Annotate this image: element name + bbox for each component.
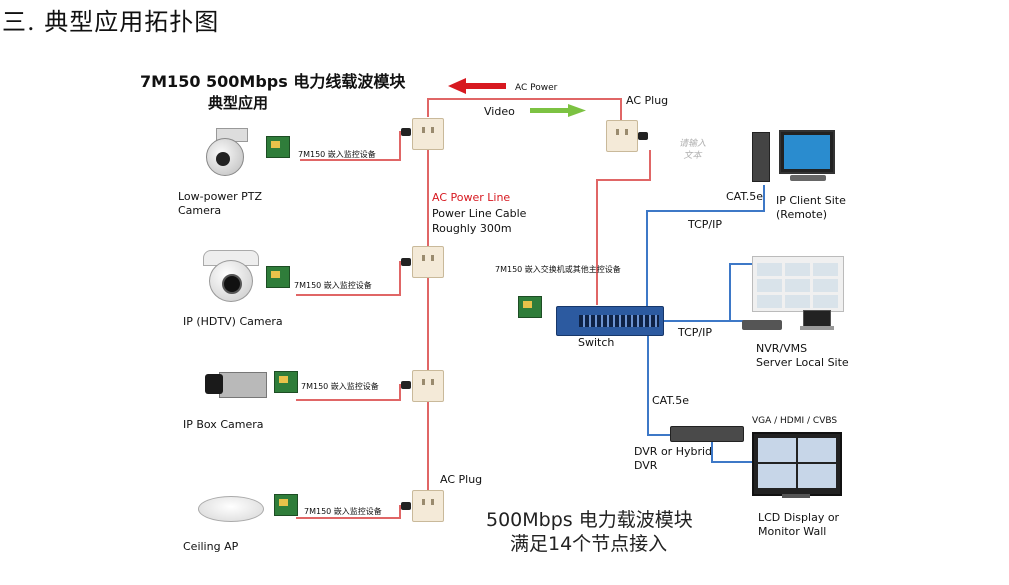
pc-tower-icon xyxy=(752,132,770,182)
power-outlet xyxy=(412,370,444,402)
ac-power-line-label: AC Power Line xyxy=(432,191,511,204)
keyboard-icon xyxy=(790,175,826,181)
ip-client-label: IP Client Site (Remote) xyxy=(776,194,846,221)
camera-label-ptz: Low-power PTZ Camera xyxy=(178,190,263,217)
plug-icon xyxy=(638,132,648,140)
tcpip-top-label: TCP/IP xyxy=(688,218,722,231)
dvr-label: DVR or Hybrid DVR xyxy=(634,445,713,472)
cable-length-label: Roughly 300m xyxy=(432,222,512,235)
lcd-label: LCD Display or Monitor Wall xyxy=(758,511,840,538)
embedded-label: 7M150 嵌入监控设备 xyxy=(298,150,376,159)
dome-camera-icon xyxy=(203,250,259,302)
video-label: Video xyxy=(484,105,515,118)
tcpip-mid-label: TCP/IP xyxy=(678,326,712,339)
diagram-title: 7M150 500Mbps 电力线载波模块 xyxy=(140,72,406,91)
page-heading: 三. 典型应用拓扑图 xyxy=(2,8,220,36)
ac-plug-bottom-label: AC Plug xyxy=(440,473,483,486)
module-chip-icon xyxy=(266,266,290,288)
cable-label: Power Line Cable xyxy=(432,207,527,220)
placeholder-text: 请输入 文本 xyxy=(679,139,707,161)
plug-icon xyxy=(401,258,411,266)
diagram-subtitle: 典型应用 xyxy=(208,94,269,112)
ac-power-label: AC Power xyxy=(515,83,558,93)
display-stand-icon xyxy=(782,494,810,498)
power-outlet xyxy=(606,120,638,152)
ptz-camera-icon xyxy=(202,128,252,180)
video-wall-icon xyxy=(752,256,844,312)
power-outlet xyxy=(412,490,444,522)
monitor-icon xyxy=(779,130,835,174)
module-chip-icon xyxy=(518,296,542,318)
module-chip-icon xyxy=(266,136,290,158)
switch-embedded-label: 7M150 嵌入交换机或其他主控设备 xyxy=(495,265,621,274)
embedded-label: 7M150 嵌入监控设备 xyxy=(304,507,382,516)
power-outlet xyxy=(412,246,444,278)
camera-label-ceiling-ap: Ceiling AP xyxy=(183,540,239,553)
switch-label: Switch xyxy=(578,336,615,349)
plug-icon xyxy=(401,128,411,136)
plug-icon xyxy=(401,502,411,510)
dvr-device-icon xyxy=(670,426,744,442)
module-chip-icon xyxy=(274,494,298,516)
power-outlet xyxy=(412,118,444,150)
cat5e-top-label: CAT.5e xyxy=(726,190,764,203)
nvr-label: NVR/VMS Server Local Site xyxy=(756,342,849,369)
module-chip-icon xyxy=(274,371,298,393)
ac-plug-top-label: AC Plug xyxy=(626,94,669,107)
nvr-device-icon xyxy=(742,320,782,330)
plug-icon xyxy=(401,381,411,389)
camera-label-box: IP Box Camera xyxy=(183,418,264,431)
network-switch-icon xyxy=(556,306,664,336)
embedded-label: 7M150 嵌入监控设备 xyxy=(301,382,379,391)
footer-line1: 500Mbps 电力载波模块 xyxy=(486,509,693,531)
embedded-label: 7M150 嵌入监控设备 xyxy=(294,281,372,290)
lcd-display-icon xyxy=(752,432,842,496)
vga-label: VGA / HDMI / CVBS xyxy=(752,416,838,426)
footer-line2: 满足14个节点接入 xyxy=(510,533,668,555)
laptop-icon xyxy=(800,310,834,332)
cat5e-bottom-label: CAT.5e xyxy=(652,394,690,407)
ceiling-ap-icon xyxy=(198,492,264,524)
camera-label-hdtv: IP (HDTV) Camera xyxy=(183,315,283,328)
box-camera-icon xyxy=(205,368,267,402)
